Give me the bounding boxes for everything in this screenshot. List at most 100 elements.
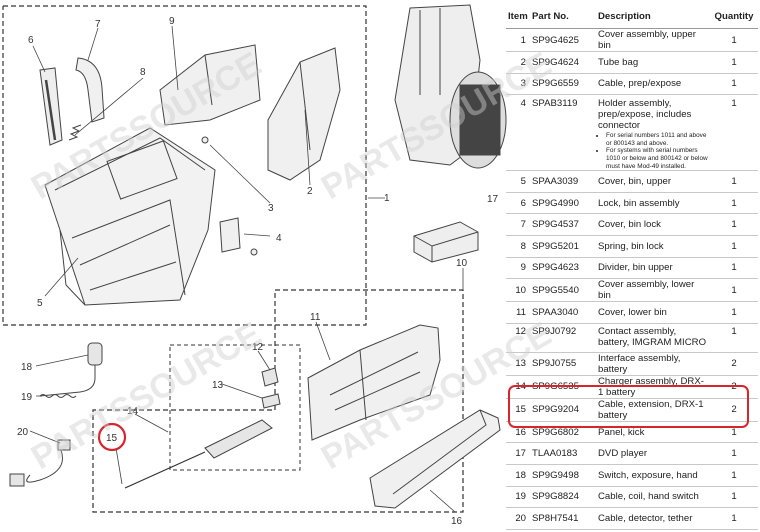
callout-1: 1 [384, 193, 390, 204]
cell-desc-text: Lock, bin assembly [598, 197, 680, 209]
cell-item-text: 8 [520, 240, 526, 252]
row-15-highlight [508, 385, 749, 428]
cell-qty-text: 1 [731, 78, 737, 90]
cell-qty-text: 1 [731, 262, 737, 274]
cell-desc: Cable, detector, tether [596, 507, 710, 530]
cell-desc-text: Interface assembly, battery [598, 352, 681, 375]
callout-6: 6 [28, 35, 34, 46]
cell-qty-text: 1 [731, 512, 737, 524]
cell-qty-text: 1 [731, 448, 737, 460]
cell-item: 20 [506, 507, 530, 530]
cell-qty-text: 1 [731, 98, 737, 110]
cell-qty-text: 1 [731, 197, 737, 209]
cell-part: SP9G5201 [530, 235, 596, 258]
callout-11: 11 [310, 312, 321, 323]
cell-desc: Lock, bin assembly [596, 192, 710, 215]
cell-part-text: SP9G4623 [532, 262, 579, 274]
cell-item-text: 4 [520, 98, 526, 110]
callout-8: 8 [140, 67, 146, 78]
cell-desc: Cover, lower bin [596, 301, 710, 324]
cell-qty: 1 [710, 192, 758, 215]
cell-desc: DVD player [596, 442, 710, 465]
cell-qty-text: 1 [731, 426, 737, 438]
cell-qty-text: 2 [731, 358, 737, 370]
cell-desc: Cover assembly, lower bin [596, 278, 710, 303]
cell-qty-text: 1 [731, 56, 737, 68]
cell-desc-text: Cover assembly, lower bin [598, 279, 695, 302]
cell-desc-text: Cable, prep/expose [598, 78, 682, 90]
cell-item: 7 [506, 213, 530, 236]
cell-item: 12 [506, 323, 530, 353]
cell-part: TLAA0183 [530, 442, 596, 465]
cell-desc-text: Switch, exposure, hand [598, 469, 698, 481]
cell-item-text: 1 [520, 34, 526, 46]
dvd-player-drawing [413, 221, 479, 263]
cell-item: 9 [506, 257, 530, 280]
callout-3: 3 [268, 203, 274, 214]
cell-part: SP9G6559 [530, 73, 596, 96]
cell-qty: 1 [710, 301, 758, 324]
cell-item-text: 5 [520, 175, 526, 187]
cell-qty-text: 1 [731, 306, 737, 318]
cell-qty: 1 [710, 257, 758, 280]
cell-part-text: SP9G6802 [532, 426, 579, 438]
cell-part-text: SP9G4625 [532, 34, 579, 46]
cart-unit-drawing [394, 4, 507, 169]
cell-part-text: SP9G4624 [532, 56, 579, 68]
cell-item-text: 6 [520, 197, 526, 209]
cell-qty-text: 1 [731, 240, 737, 252]
callout-19: 19 [21, 392, 33, 403]
cell-part-text: SP9G4537 [532, 219, 579, 231]
cell-part: SPAB3119 [530, 94, 596, 172]
cell-desc-text: Cable, detector, tether [598, 512, 693, 524]
cell-desc: Cover, bin, upper [596, 170, 710, 193]
cell-item: 15 [506, 398, 530, 422]
cell-desc-text: Cable, coil, hand switch [598, 491, 699, 503]
bin-lock-drawing [39, 57, 105, 146]
cell-item: 11 [506, 301, 530, 324]
callout-labels: 1 2 3 4 5 6 7 8 9 10 11 12 13 14 15 16 1… [17, 16, 499, 527]
cell-item: 4 [506, 94, 530, 172]
cell-item-text: 11 [516, 306, 526, 318]
cell-item: 19 [506, 486, 530, 509]
callout-20: 20 [17, 427, 29, 438]
callout-18: 18 [21, 362, 33, 373]
callout-10: 10 [456, 258, 468, 269]
cell-desc: Contact assembly, battery, IMGRAM MICRO [596, 323, 710, 353]
cell-part-text: SP9J0755 [532, 358, 577, 370]
cell-part-text: SPAA3040 [532, 306, 579, 318]
table-row: 4 SPAB3119 Holder assembly, prep/expose, i… [506, 94, 758, 172]
cell-item: 1 [506, 28, 530, 52]
cell-desc-text: Divider, bin upper [598, 262, 673, 274]
callout-13: 13 [212, 380, 224, 391]
cell-desc: Divider, bin upper [596, 257, 710, 280]
cell-part: SP9G4624 [530, 51, 596, 74]
cell-part: SPAA3039 [530, 170, 596, 193]
cell-qty: 1 [710, 94, 758, 172]
cell-part: SP9G5540 [530, 278, 596, 303]
cell-part-text: SPAB3119 [532, 98, 578, 110]
cell-item: 5 [506, 170, 530, 193]
cell-qty: 1 [710, 213, 758, 236]
cell-item-text: 2 [520, 56, 526, 68]
leader-lines [29, 25, 464, 513]
cell-desc: Cable, prep/expose [596, 73, 710, 96]
cell-part: SP9G9498 [530, 464, 596, 487]
cell-part: SP8H7541 [530, 507, 596, 530]
cell-item-text: 17 [515, 448, 526, 460]
lower-bin-cover-drawing [307, 324, 441, 441]
cell-part: SP9J0792 [530, 323, 596, 353]
cell-desc-text: Holder assembly, prep/expose, includes c… [598, 98, 692, 132]
cell-part-text: SP9G9204 [532, 404, 579, 416]
cell-qty-text: 1 [731, 325, 737, 337]
